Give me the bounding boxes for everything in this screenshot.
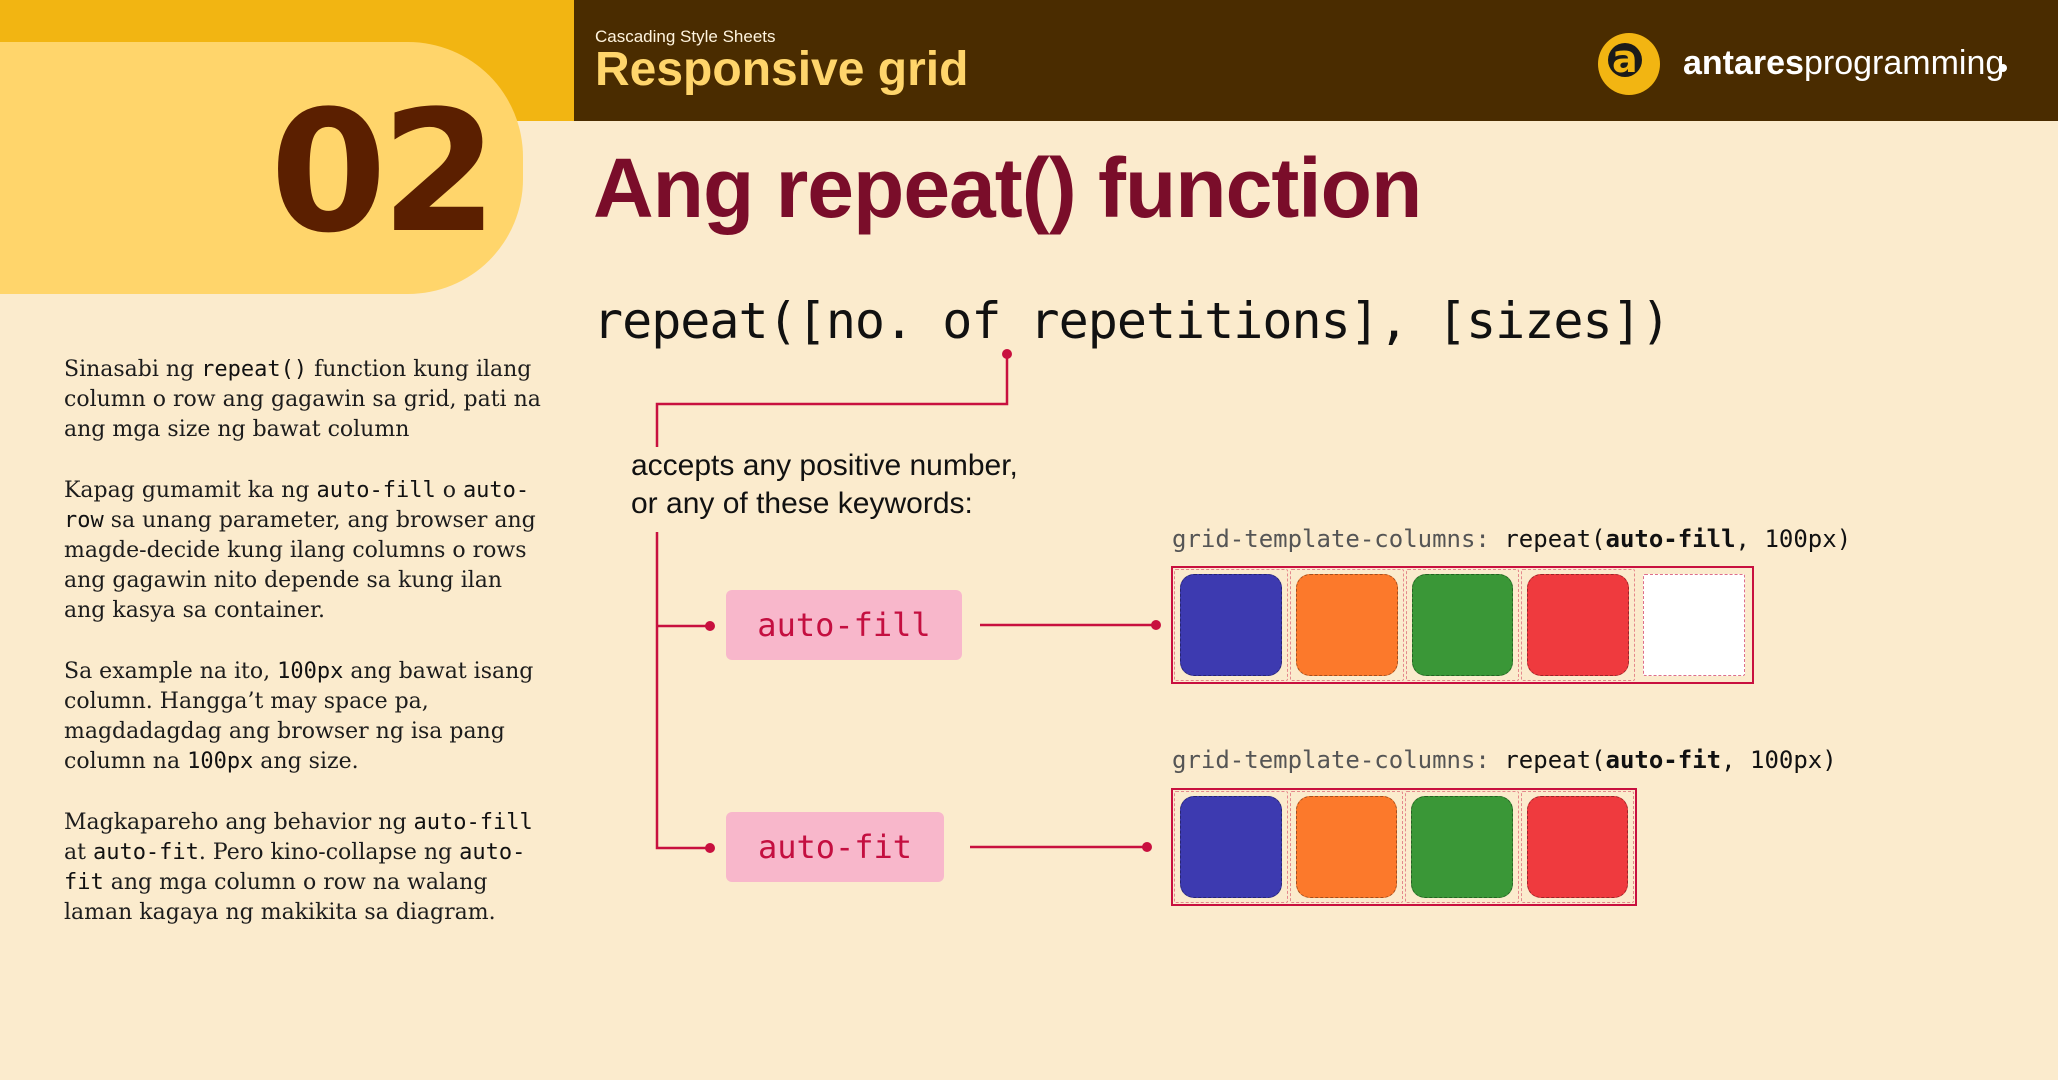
annotation-text: accepts any positive number, or any of t… bbox=[631, 449, 1018, 520]
inline-code: repeat() bbox=[201, 357, 308, 382]
inline-code: auto-fit bbox=[64, 840, 526, 895]
text: ang size. bbox=[253, 749, 359, 774]
desc-paragraph-2: Kapag gumamit ka ng auto-fill o auto-row… bbox=[64, 476, 544, 626]
grid-cell bbox=[1405, 569, 1520, 681]
connector-dot bbox=[1151, 620, 1161, 630]
grid-cell bbox=[1405, 791, 1518, 903]
connector-syntax-to-annotation bbox=[655, 354, 1009, 447]
fn-close: , 100px) bbox=[1735, 525, 1852, 553]
grid-cell bbox=[1289, 791, 1403, 903]
logo-glyph-icon: a bbox=[1612, 37, 1638, 81]
desc-paragraph-3: Sa example na ito, 100px ang bawat isang… bbox=[64, 657, 544, 777]
text: ang mga column o row na walang laman kag… bbox=[64, 870, 496, 925]
logo-inner bbox=[1608, 43, 1642, 77]
fn-open: repeat( bbox=[1504, 525, 1606, 553]
prop: grid-template-columns: bbox=[1172, 746, 1490, 774]
grid-example-auto-fit bbox=[1171, 788, 1637, 906]
prop: grid-template-columns: bbox=[1172, 525, 1490, 553]
connector-vertical-to-autofit bbox=[655, 532, 708, 850]
inline-code: auto-fill bbox=[316, 478, 436, 503]
grid-cell bbox=[1289, 569, 1404, 681]
desc-paragraph-1: Sinasabi ng repeat() function kung ilang… bbox=[64, 355, 544, 445]
text: Sa example na ito, bbox=[64, 659, 278, 684]
header-bar bbox=[574, 0, 2058, 121]
inline-code: auto-fit bbox=[92, 840, 199, 865]
inline-code: 100px bbox=[277, 659, 344, 684]
grid-cell bbox=[1174, 791, 1287, 903]
keyword-auto-fit: auto-fit bbox=[726, 812, 944, 882]
connector-dot bbox=[1002, 349, 1012, 359]
fn-close: , 100px) bbox=[1721, 746, 1837, 774]
grid-cell bbox=[1521, 569, 1635, 681]
slide-number-card bbox=[0, 42, 523, 294]
desc-paragraph-4: Magkapareho ang behavior ng auto-fill at… bbox=[64, 808, 544, 928]
text: sa unang parameter, ang browser ang magd… bbox=[64, 508, 536, 623]
header-title: Responsive grid bbox=[595, 43, 969, 96]
text: function kung ilang column o row ang gag… bbox=[64, 357, 541, 442]
brand-bold: antares bbox=[1683, 44, 1804, 82]
example-label-auto-fit: grid-template-columns: repeat(auto-fit, … bbox=[1172, 746, 1837, 774]
grid-cell bbox=[1520, 791, 1634, 903]
text: Magkapareho ang behavior ng bbox=[64, 810, 414, 835]
connector-dot bbox=[705, 621, 715, 631]
text: Kapag gumamit ka ng bbox=[64, 478, 317, 503]
slide-number: 02 bbox=[270, 74, 498, 270]
inline-code: auto-fill bbox=[413, 810, 533, 835]
keyword: auto-fill bbox=[1605, 525, 1736, 553]
keyword-auto-fill: auto-fill bbox=[726, 590, 962, 660]
brand-dot-icon bbox=[1999, 64, 2007, 72]
text: . Pero kino-collapse ng bbox=[198, 840, 460, 865]
connector-dot bbox=[1142, 842, 1152, 852]
syntax-code: repeat([no. of repetitions], [sizes]) bbox=[593, 292, 1671, 350]
header-kicker: Cascading Style Sheets bbox=[595, 27, 776, 46]
grid-example-auto-fill bbox=[1171, 566, 1754, 684]
grid-cell bbox=[1174, 569, 1288, 681]
text: Sinasabi ng bbox=[64, 357, 202, 382]
grid-cell-empty bbox=[1643, 574, 1745, 676]
connector-dot bbox=[705, 843, 715, 853]
keyword: auto-fit bbox=[1605, 746, 1722, 774]
inline-code: auto-row bbox=[64, 478, 530, 533]
text: o bbox=[435, 478, 463, 503]
fn-open: repeat( bbox=[1504, 746, 1606, 774]
text: at bbox=[64, 840, 93, 865]
brand-regular: programming bbox=[1803, 44, 2005, 82]
text: ang bawat isang column. Hangga’t may spa… bbox=[64, 659, 534, 774]
brand-name: antaresprogramming bbox=[1683, 44, 2004, 83]
main-title: Ang repeat() function bbox=[593, 141, 1422, 235]
example-label-auto-fill: grid-template-columns: repeat(auto-fill,… bbox=[1172, 525, 1851, 553]
inline-code: 100px bbox=[187, 749, 254, 774]
description: Sinasabi ng repeat() function kung ilang… bbox=[64, 355, 544, 959]
